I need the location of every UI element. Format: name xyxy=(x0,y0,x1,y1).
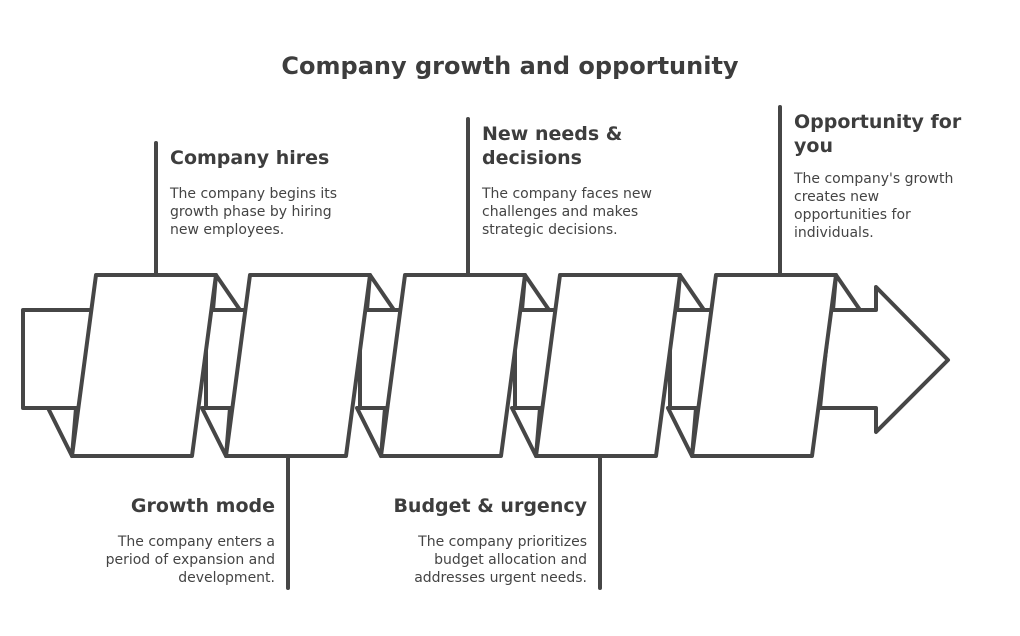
stage-2-text: The company enters a period of expansion… xyxy=(105,534,275,586)
stage-panel-4 xyxy=(534,273,682,458)
stage-3-heading: New needs & decisions xyxy=(482,123,623,169)
stage-panel-3 xyxy=(379,273,527,458)
stage-panel-1 xyxy=(70,273,218,458)
stage-2-heading: Growth mode xyxy=(130,495,275,517)
stage-5-heading: Opportunity for you xyxy=(794,111,962,157)
stage-panel-5 xyxy=(690,273,838,458)
stage-1-text: The company begins its growth phase by h… xyxy=(170,186,338,238)
stage-4-heading: Budget & urgency xyxy=(393,495,587,517)
stage-5-text: The company's growth creates new opportu… xyxy=(794,171,954,241)
arrow-head xyxy=(818,285,950,434)
stage-panel-2 xyxy=(224,273,372,458)
stage-1-heading: Company hires xyxy=(170,147,330,169)
stage-3-text: The company faces new challenges and mak… xyxy=(482,186,652,238)
diagram-title: Company growth and opportunity xyxy=(281,52,739,80)
stage-4-text: The company prioritizes budget allocatio… xyxy=(414,534,587,586)
